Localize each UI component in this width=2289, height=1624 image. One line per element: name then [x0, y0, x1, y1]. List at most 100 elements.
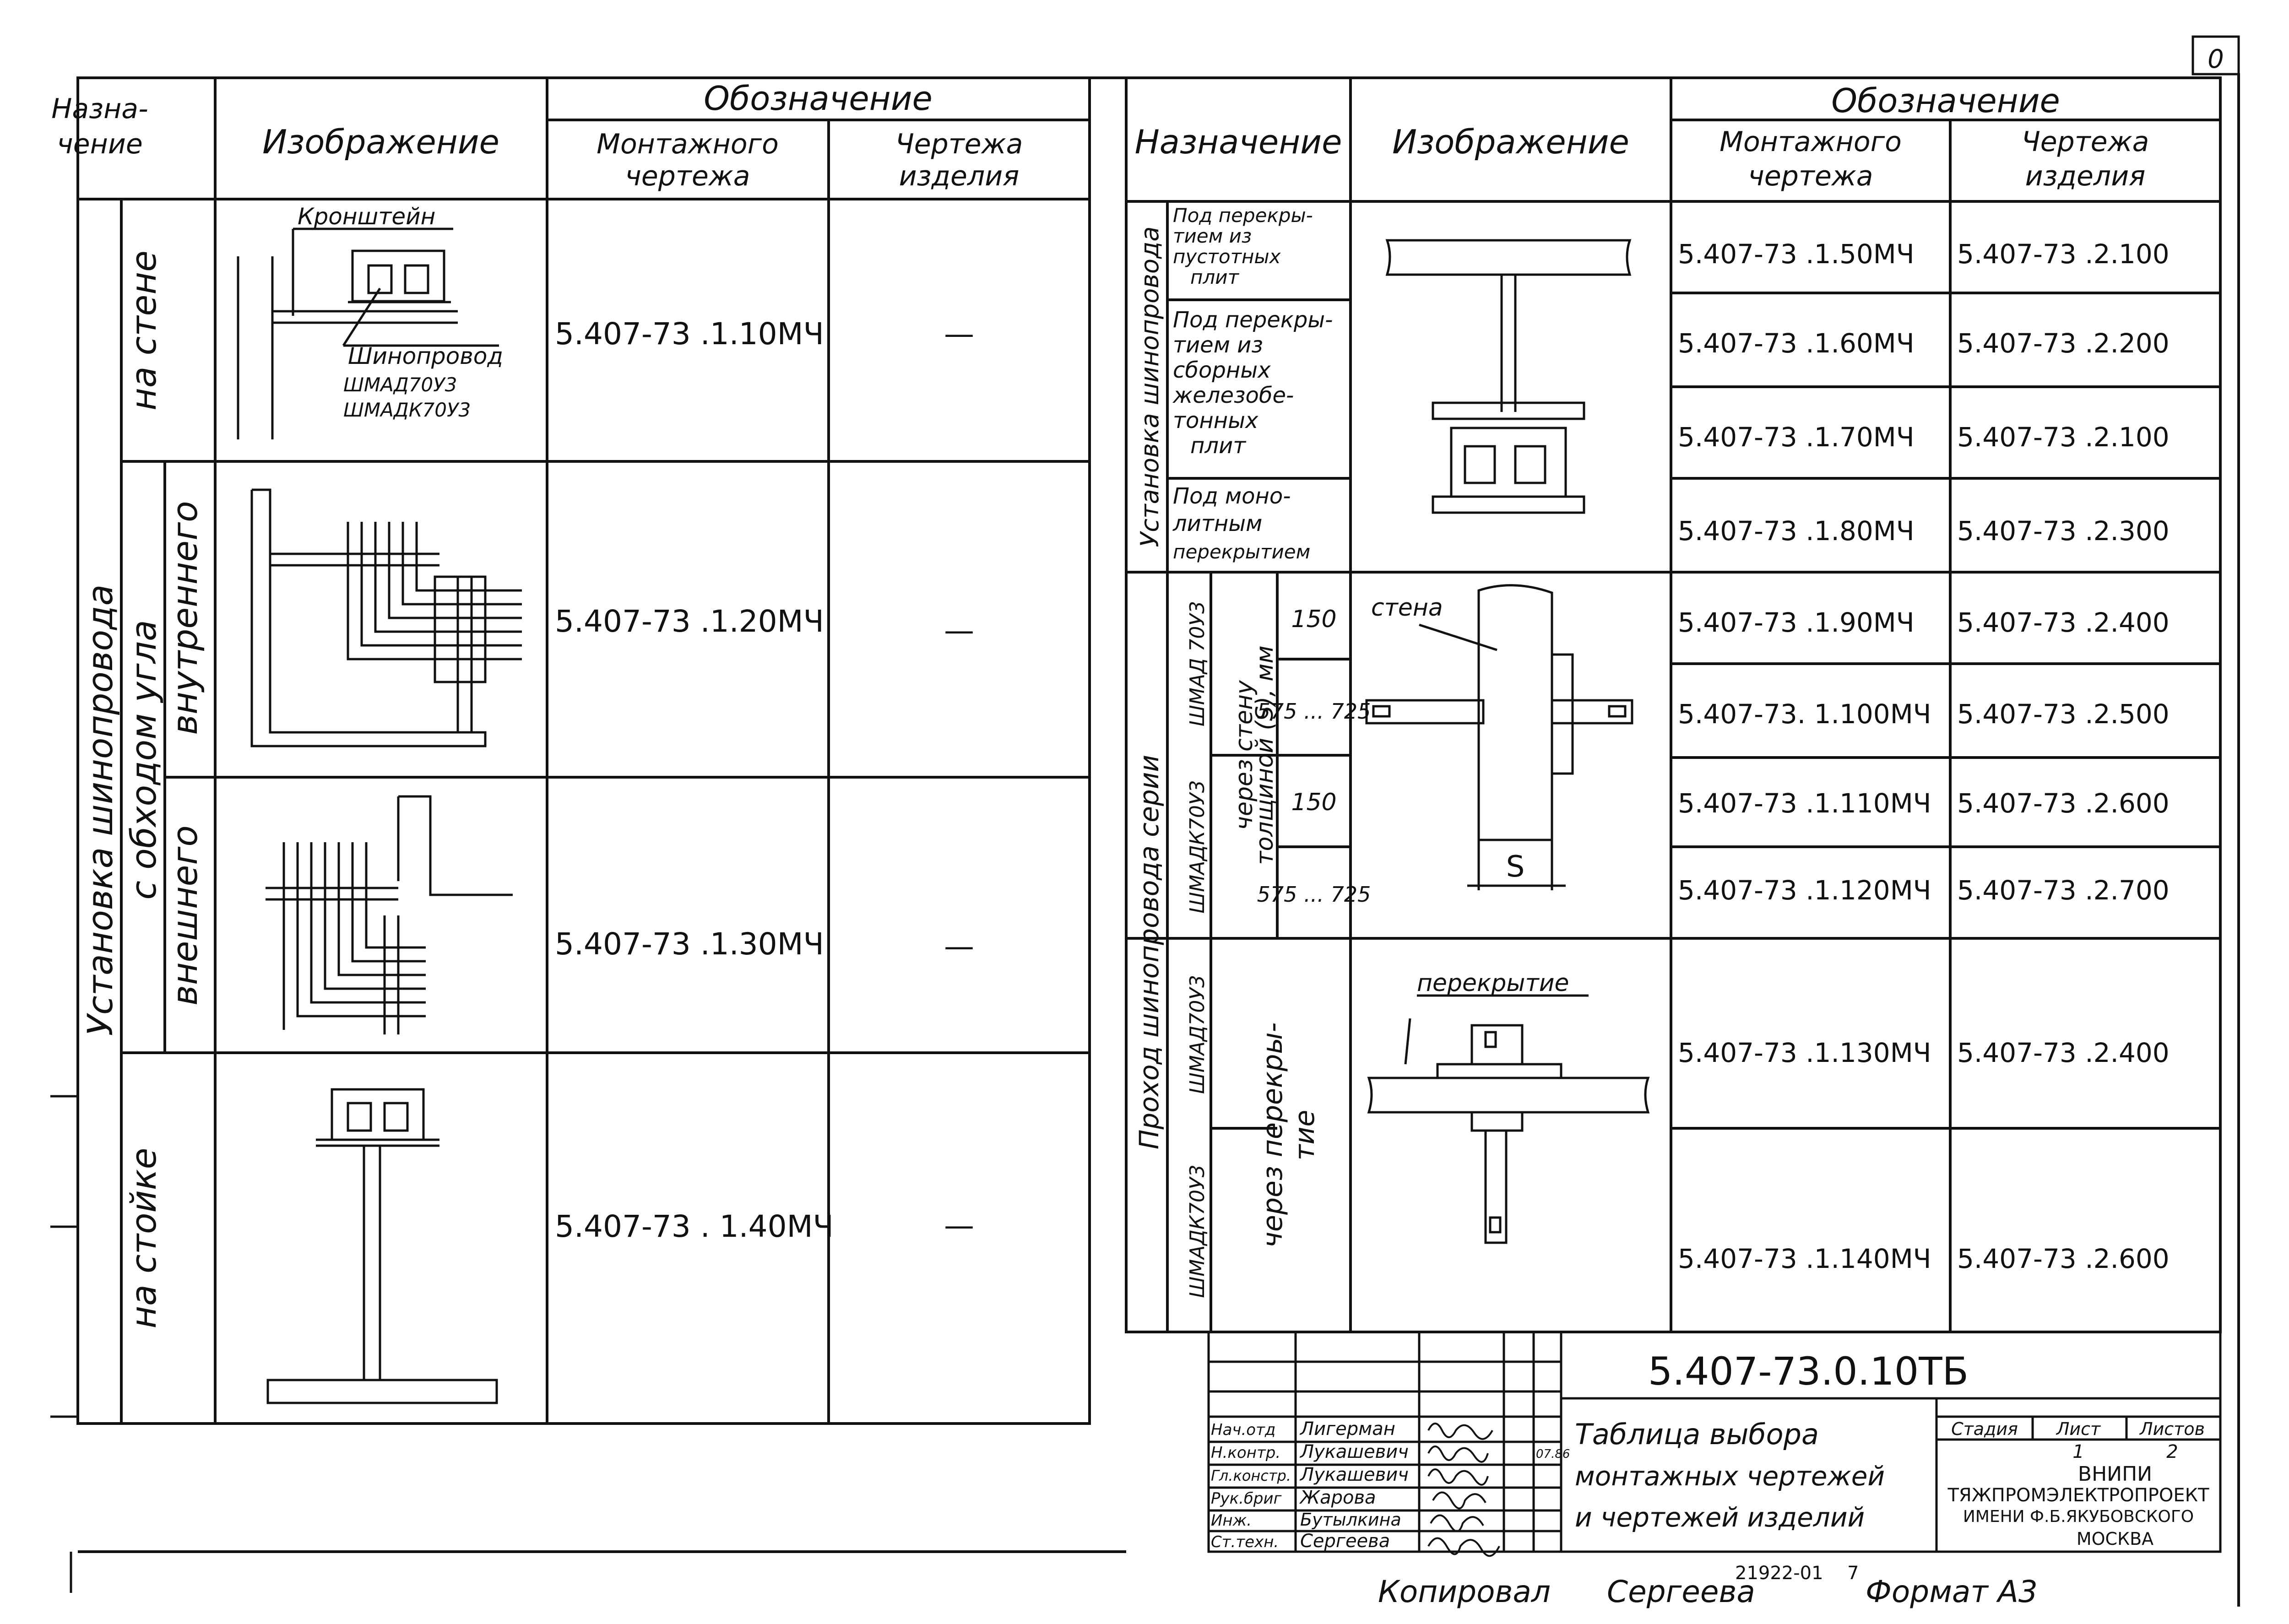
r-mounting-4: 5.407-73 .1.90МЧ: [1678, 607, 1915, 638]
left-mounting-3: 5.407-73 . 1.40МЧ: [555, 1209, 834, 1244]
group-install-right: Установка шинопровода: [1135, 227, 1164, 547]
wall-mount-image: [237, 227, 499, 439]
left-group-labels: Установка шинопровода с обходом угла на …: [80, 250, 205, 1328]
r-header-product-line2: изделия: [2025, 160, 2146, 192]
margin-ticks: [50, 1095, 78, 1593]
left-header: Назна- чение Изображение Обозначение Мон…: [51, 79, 1023, 192]
sheet-value: 1: [2072, 1441, 2084, 1462]
r-mounting-9: 5.407-73 .1.140МЧ: [1678, 1243, 1931, 1274]
staff-name-0: Лигерман: [1299, 1418, 1395, 1440]
purpose-outer: внешнего: [164, 825, 205, 1006]
series-1: ШМАДК70У3: [1186, 780, 1209, 914]
staff-role-0: Нач.отд: [1211, 1421, 1275, 1439]
inner-corner-image: [250, 488, 522, 747]
org-line3: ИМЕНИ Ф.Б.ЯКУБОВСКОГО: [1963, 1507, 2194, 1526]
sheet-label: Лист: [2056, 1419, 2101, 1439]
staff-rows: Нач.отд Лигерман Н.контр. Лукашевич 07.8…: [1211, 1418, 1570, 1552]
sub1-l0: Под перекры-: [1173, 307, 1333, 333]
footer-sheet-num: 7: [1847, 1563, 1859, 1584]
right-header: Назначение Изображение Обозначение Монта…: [1135, 81, 2149, 192]
footer-inventory: 21922-01: [1735, 1563, 1823, 1584]
r-mounting-1: 5.407-73 .1.60МЧ: [1678, 328, 1915, 359]
title-block: [1207, 1331, 2222, 1553]
r-mounting-8: 5.407-73 .1.130МЧ: [1678, 1037, 1931, 1068]
sub0-l0: Под перекры-: [1173, 204, 1313, 227]
r-product-2: 5.407-73 .2.100: [1957, 422, 2170, 453]
header-purpose-line1: Назна-: [51, 93, 148, 125]
staff-role-4: Инж.: [1211, 1511, 1252, 1530]
sub1-l4: тонных: [1173, 408, 1258, 433]
header-image: Изображение: [262, 123, 499, 161]
staff-name-1: Лукашевич: [1299, 1441, 1409, 1462]
footer-copied: Копировал: [1378, 1574, 1551, 1609]
r-mounting-5: 5.407-73. 1.100МЧ: [1678, 698, 1931, 730]
purpose-stand: на стойке: [123, 1148, 164, 1328]
through-wall-line2: толщиной (S), мм: [1251, 645, 1279, 865]
sub2-l2: перекрытием: [1173, 541, 1310, 563]
signature-marks: [1427, 1423, 1500, 1557]
left-product-0: —: [944, 316, 974, 352]
page-marker: 0: [2191, 35, 2240, 76]
title-block-text: 5.407-73.0.10ТБ Таблица выбора монтажных…: [1575, 1349, 2209, 1549]
stage-label: Стадия: [1951, 1419, 2018, 1439]
r-product-8: 5.407-73 .2.400: [1957, 1037, 2170, 1068]
sub1-l1: тием из: [1173, 332, 1263, 358]
sub0-l2: пустотных: [1173, 245, 1281, 268]
footer: Копировал Сергеева 21922-01 7 Формат А3: [1378, 1563, 2038, 1609]
page-marker-text: 0: [2208, 44, 2224, 74]
header-designation: Обозначение: [704, 79, 933, 118]
thickness-1: 575 ... 725: [1257, 699, 1371, 724]
footer-format: Формат А3: [1866, 1574, 2038, 1609]
through-floor-image: [1367, 994, 1650, 1244]
series-3: ШМАДК70У3: [1186, 1164, 1209, 1298]
r-header-image: Изображение: [1392, 123, 1629, 161]
org-line1: ВНИПИ: [2078, 1462, 2152, 1486]
r-mounting-7: 5.407-73 .1.120МЧ: [1678, 875, 1931, 906]
through-floor-line1: через перекры-: [1257, 1023, 1289, 1248]
install-subpurposes: Под перекры- тием из пустотных плит Под …: [1172, 204, 1333, 563]
left-mounting-2: 5.407-73 .1.30МЧ: [555, 926, 824, 962]
right-codes: 5.407-73 .1.50МЧ 5.407-73 .2.100 5.407-7…: [1678, 238, 2170, 1274]
title-line2: монтажных чертежей: [1575, 1461, 1885, 1492]
header-product-line2: изделия: [899, 160, 1020, 192]
thickness-values: 150 575 ... 725 150 575 ... 725: [1257, 606, 1371, 907]
sub0-l1: тием из: [1173, 225, 1252, 247]
ceiling-mount-image: [1385, 239, 1632, 514]
footer-copier: Сергеева: [1607, 1574, 1755, 1609]
label-floor: перекрытие: [1417, 969, 1569, 997]
staff-role-5: Ст.техн.: [1211, 1533, 1279, 1551]
staff-date-1: 07.86: [1536, 1447, 1570, 1461]
sub1-l5: плит: [1190, 433, 1247, 459]
left-codes: 5.407-73 .1.10МЧ — 5.407-73 .1.20МЧ — 5.…: [555, 316, 974, 1244]
label-wall: стена: [1371, 594, 1443, 622]
thickness-2: 150: [1291, 789, 1336, 816]
r-product-6: 5.407-73 .2.600: [1957, 788, 2170, 819]
sub1-l2: сборных: [1173, 357, 1271, 383]
sub2-l1: литным: [1172, 511, 1262, 536]
r-mounting-6: 5.407-73 .1.110МЧ: [1678, 788, 1931, 819]
series-2: ШМАД70У3: [1186, 975, 1209, 1094]
staff-role-3: Рук.бриг: [1211, 1489, 1282, 1508]
sub0-l3: плит: [1190, 266, 1240, 288]
group-install-label: Установка шинопровода: [80, 585, 120, 1036]
sub2-l0: Под моно-: [1173, 483, 1291, 509]
r-mounting-3: 5.407-73 .1.80МЧ: [1678, 515, 1915, 547]
org-line2: ТЯЖПРОМЭЛЕКТРОПРОЕКТ: [1947, 1485, 2209, 1506]
label-type2: ШМАДК70У3: [343, 399, 471, 421]
r-header-product-line1: Чертежа: [2022, 126, 2149, 158]
header-mounting-line2: чертежа: [625, 160, 750, 192]
r-mounting-0: 5.407-73 .1.50МЧ: [1678, 238, 1915, 270]
thickness-0: 150: [1291, 606, 1336, 633]
title-line1: Таблица выбора: [1575, 1418, 1819, 1451]
left-table: [76, 76, 1128, 1553]
sheets-label: Листов: [2139, 1419, 2205, 1439]
purpose-inner: внутреннего: [164, 501, 205, 735]
staff-role-2: Гл.констр.: [1211, 1467, 1291, 1484]
stand-image: [266, 1088, 498, 1404]
left-mounting-0: 5.407-73 .1.10МЧ: [555, 316, 824, 352]
sheets-value: 2: [2166, 1441, 2178, 1462]
r-product-3: 5.407-73 .2.300: [1957, 515, 2170, 547]
series-0: ШМАД 70У3: [1186, 601, 1209, 726]
staff-role-1: Н.контр.: [1211, 1444, 1280, 1462]
